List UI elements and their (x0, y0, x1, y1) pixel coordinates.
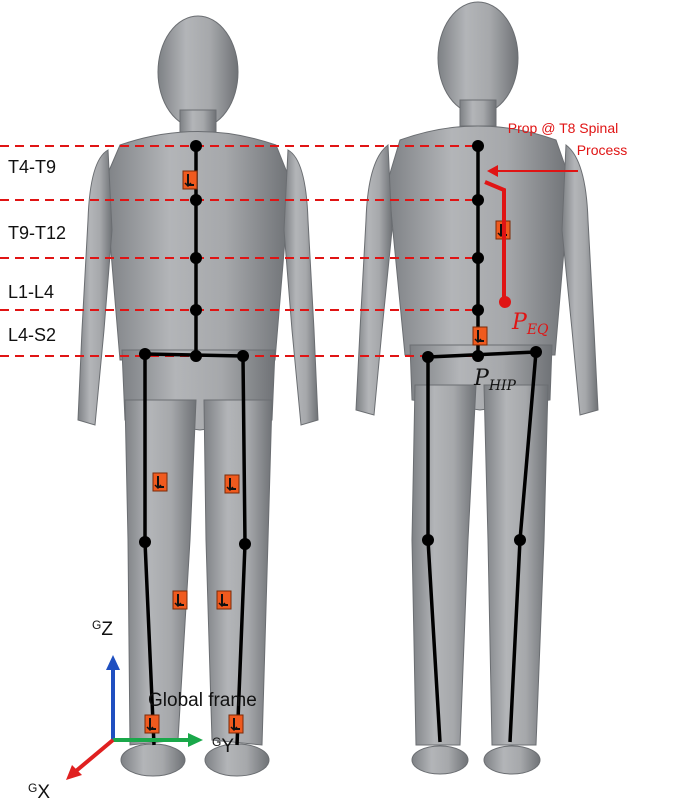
imu-sensor-back-pelvis (473, 327, 487, 345)
imu-sensor-front-left-thigh (225, 475, 239, 493)
imu-sensor-front-right-foot (145, 715, 159, 733)
segment-label-t4-t9: T4-T9 (8, 157, 56, 177)
z-axis-label: GZ (92, 618, 113, 640)
global-frame-title: Global frame (148, 690, 257, 711)
imu-sensor-front-right-shank (173, 591, 187, 609)
prop-label-line1: Prop @ T8 Spinal (508, 120, 618, 136)
imu-sensor-front-thorax (183, 171, 197, 189)
segment-label-t9-t12: T9-T12 (8, 223, 66, 243)
imu-sensor-front-right-thigh (153, 473, 167, 491)
segment-label-l1-l4: L1-L4 (8, 282, 54, 302)
y-axis-arrow-icon (188, 733, 203, 747)
z-axis-arrow-icon (106, 655, 120, 670)
segment-label-l4-s2: L4-S2 (8, 325, 56, 345)
imu-sensor-front-left-foot (229, 715, 243, 733)
eq-point-marker (499, 296, 511, 308)
x-axis (76, 740, 113, 771)
x-axis-label: GX (28, 781, 50, 803)
prop-label-line2: Process (577, 142, 628, 158)
imu-sensor-front-left-shank (217, 591, 231, 609)
